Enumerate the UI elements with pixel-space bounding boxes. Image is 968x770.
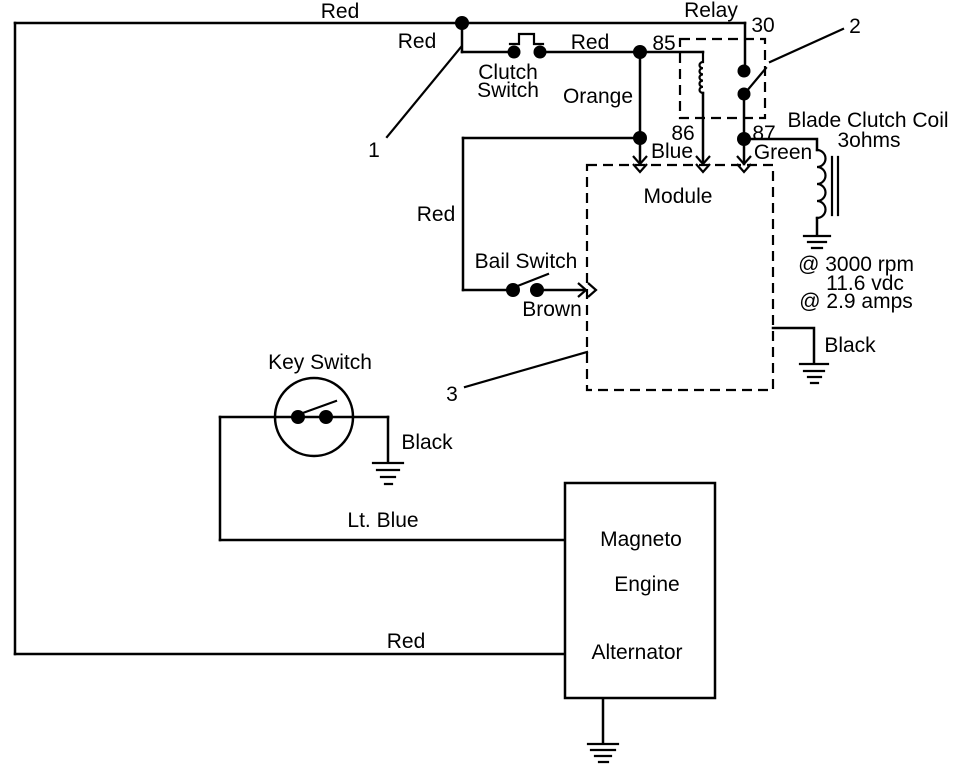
callout-lines: [385, 27, 845, 389]
junction-87: [737, 132, 751, 146]
junction-top-red: [455, 16, 469, 30]
junction-orange-bail: [633, 131, 647, 145]
arrowhead-87: [736, 155, 752, 174]
key-switch-symbol: [273, 376, 355, 458]
bail-switch-blade: [513, 272, 550, 289]
label-coil-spec-rpm: @ 3000 rpm: [798, 253, 914, 276]
label-blade-clutch-coil: Blade Clutch Coil: [787, 109, 948, 132]
label-green: Green: [754, 141, 812, 164]
label-red-top: Red: [321, 0, 360, 23]
label-blue: Blue: [651, 140, 693, 163]
label-lt-blue: Lt. Blue: [347, 509, 418, 532]
blade-clutch-coil-windings: [815, 148, 827, 220]
label-engine-line3: Alternator: [591, 641, 682, 664]
key-switch-circle: [273, 376, 355, 458]
label-black-key-switch: Black: [401, 431, 453, 454]
relay-symbol: [678, 37, 768, 120]
label-orange: Orange: [563, 85, 633, 108]
label-bail-switch: Bail Switch: [475, 250, 578, 273]
clutch-switch-symbol: [507, 32, 547, 59]
label-red-to-relay: Red: [571, 31, 610, 54]
ground-symbol-coil: [802, 234, 832, 250]
bail-switch-symbol: [506, 272, 550, 297]
label-red-bail-feed: Red: [417, 203, 456, 226]
bail-switch-contact-right: [530, 283, 544, 297]
text-labels: Red Red Clutch Switch Red Relay 30 85 86…: [268, 0, 948, 664]
clutch-switch-contact-left: [507, 45, 521, 59]
relay-coil: [698, 50, 705, 95]
blade-clutch-coil-core: [830, 155, 840, 217]
label-clutch-switch-line2: Switch: [477, 79, 539, 102]
clutch-switch-contact-right: [533, 45, 547, 59]
module-input-arrows: [541, 91, 752, 298]
label-key-switch: Key Switch: [268, 351, 372, 374]
label-brown: Brown: [522, 298, 582, 321]
label-relay: Relay: [684, 0, 738, 22]
wire-module-to-ground: [771, 326, 816, 364]
label-coil-resistance: 3ohms: [837, 129, 900, 152]
relay-contact-blade: [744, 66, 768, 94]
label-black-module: Black: [824, 334, 876, 357]
label-engine-line2: Engine: [614, 573, 679, 596]
clutch-switch-button: [508, 32, 545, 46]
ground-symbol-module: [798, 362, 830, 385]
junction-dots: [455, 16, 751, 146]
callout-line-3: [463, 350, 589, 389]
relay-contact-upper: [737, 64, 751, 78]
engine-box: [563, 481, 717, 700]
label-relay-pin-87: 87: [752, 122, 775, 145]
relay-box: [678, 37, 767, 120]
callout-number-3: 3: [446, 383, 458, 406]
label-engine-line1: Magneto: [600, 528, 682, 551]
label-module: Module: [644, 185, 713, 208]
ground-symbol-engine: [586, 742, 620, 764]
callout-line-2: [768, 27, 845, 64]
callout-number-2: 2: [849, 15, 861, 38]
label-clutch-switch-line1: Clutch: [478, 61, 538, 84]
wire-87-to-coil: [742, 137, 819, 152]
blade-clutch-coil-symbol: [815, 148, 840, 237]
junction-85: [633, 45, 647, 59]
ground-symbol-key-switch: [371, 461, 405, 486]
module-box: [585, 163, 775, 392]
callout-number-1: 1: [368, 139, 380, 162]
label-relay-pin-85: 85: [652, 32, 675, 55]
label-red-bottom: Red: [387, 630, 426, 653]
label-relay-pin-30: 30: [751, 14, 774, 37]
label-coil-spec-amps: @ 2.9 amps: [799, 290, 913, 313]
label-red-feed: Red: [398, 30, 437, 53]
label-coil-spec-vdc: 11.6 vdc: [826, 272, 904, 295]
key-switch-blade: [298, 399, 338, 416]
label-relay-pin-86: 86: [671, 122, 694, 145]
key-switch-contact-right: [319, 410, 333, 424]
callout-line-1: [385, 45, 463, 139]
